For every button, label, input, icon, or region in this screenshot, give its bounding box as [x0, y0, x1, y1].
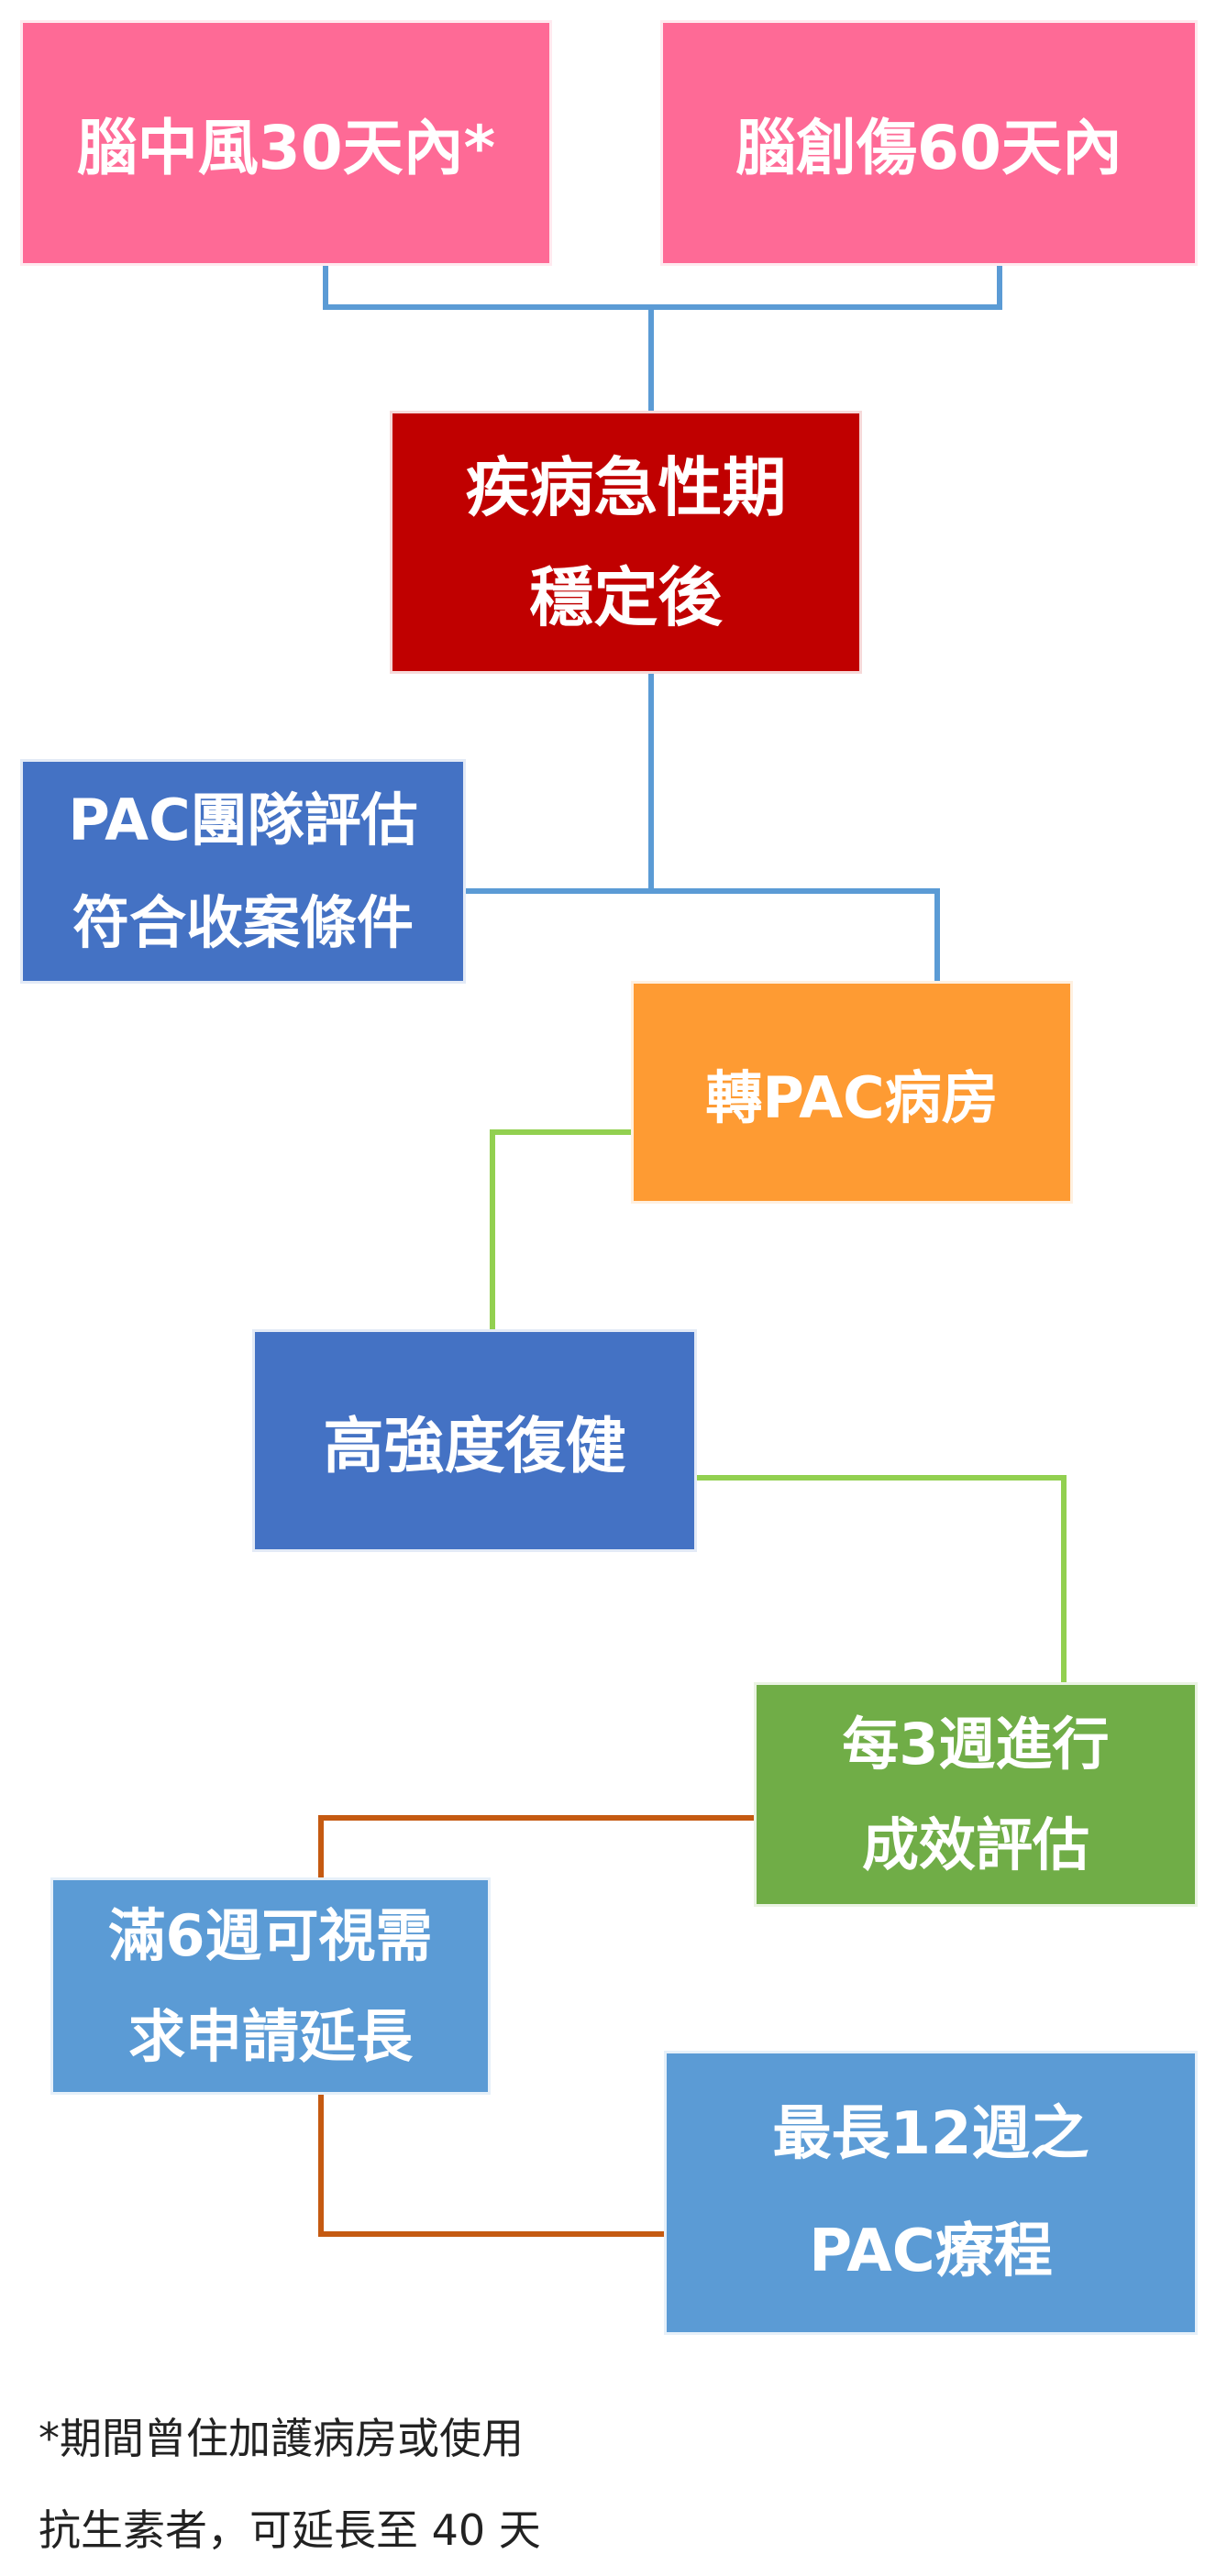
node-pac-assessment-line-1: PAC團隊評估: [68, 786, 418, 853]
node-brain-injury-60-days: 腦創傷60天內: [660, 20, 1198, 266]
connector-branch: [466, 888, 940, 981]
node-acute-stable-line-1: 疾病急性期: [465, 449, 787, 525]
node-pac-assessment: PAC團隊評估 符合收案條件: [20, 759, 466, 984]
node-brain-injury-label: 腦創傷60天內: [735, 113, 1122, 183]
footnote: *期間曾住加護病房或使用 抗生素者，可延長至 40 天: [39, 2393, 541, 2576]
node-pac-assessment-line-2: 符合收案條件: [72, 888, 414, 956]
node-max-12-weeks: 最長12週之 PAC療程: [664, 2051, 1198, 2335]
node-evaluate-line-1: 每3週進行: [842, 1710, 1110, 1778]
node-evaluate-every-3-weeks: 每3週進行 成效評估: [754, 1682, 1198, 1907]
node-acute-stable: 疾病急性期 穩定後: [390, 411, 862, 674]
connector-extend-to-max: [318, 2095, 664, 2237]
footnote-line-1: *期間曾住加護病房或使用: [39, 2414, 524, 2463]
node-rehab-label: 高強度復健: [323, 1410, 626, 1481]
node-transfer-label: 轉PAC病房: [705, 1063, 999, 1131]
node-evaluate-line-2: 成效評估: [861, 1811, 1089, 1878]
node-max-line-2: PAC療程: [809, 2218, 1053, 2285]
node-transfer-pac-ward: 轉PAC病房: [631, 981, 1073, 1204]
node-high-intensity-rehab: 高強度復健: [252, 1329, 697, 1552]
connector-top-bracket: [323, 266, 1002, 310]
connector-evaluate-to-extend: [318, 1815, 754, 1877]
connector-transfer-to-rehab: [490, 1129, 631, 1329]
footnote-line-2: 抗生素者，可延長至 40 天: [39, 2505, 541, 2555]
node-max-line-1: 最長12週之: [772, 2100, 1089, 2168]
node-stroke-30-days: 腦中風30天內*: [20, 20, 552, 266]
node-acute-stable-line-2: 穩定後: [529, 559, 723, 635]
node-extension-at-6-weeks: 滿6週可視需 求申請延長: [50, 1877, 491, 2095]
node-stroke-label: 腦中風30天內*: [76, 113, 496, 183]
node-extend-line-2: 求申請延長: [127, 2002, 413, 2070]
connector-rehab-to-evaluate: [697, 1475, 1067, 1682]
node-extend-line-1: 滿6週可視需: [108, 1901, 433, 1969]
